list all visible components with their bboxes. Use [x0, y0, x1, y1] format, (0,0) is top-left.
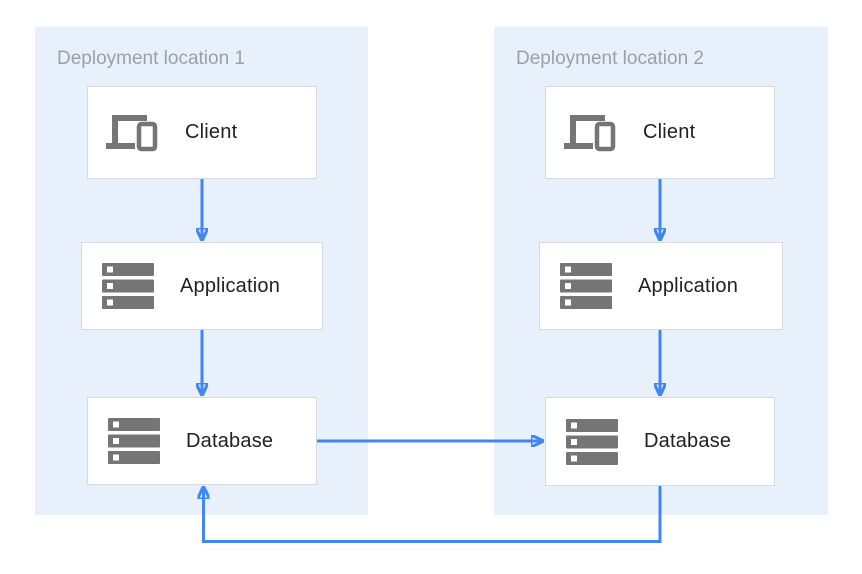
- node-database-1: Database: [87, 397, 317, 485]
- node-label: Application: [180, 274, 281, 297]
- server-stack-icon: [102, 263, 154, 309]
- devices-icon: [564, 113, 620, 153]
- node-application-1: Application: [81, 242, 323, 330]
- node-client-1: Client: [87, 86, 317, 179]
- server-stack-icon: [566, 418, 618, 465]
- server-stack-icon: [108, 418, 160, 464]
- node-label: Client: [185, 121, 238, 143]
- node-database-2: Database: [545, 397, 775, 486]
- devices-icon: [106, 113, 162, 153]
- server-stack-icon: [560, 263, 612, 309]
- panel-2-title: Deployment location 2: [516, 48, 704, 69]
- node-label: Database: [186, 429, 274, 452]
- node-label: Client: [643, 121, 696, 143]
- node-application-2: Application: [539, 242, 783, 330]
- node-label: Application: [638, 274, 739, 297]
- panel-1-title: Deployment location 1: [57, 48, 245, 69]
- node-label: Database: [644, 430, 732, 452]
- node-client-2: Client: [545, 86, 775, 179]
